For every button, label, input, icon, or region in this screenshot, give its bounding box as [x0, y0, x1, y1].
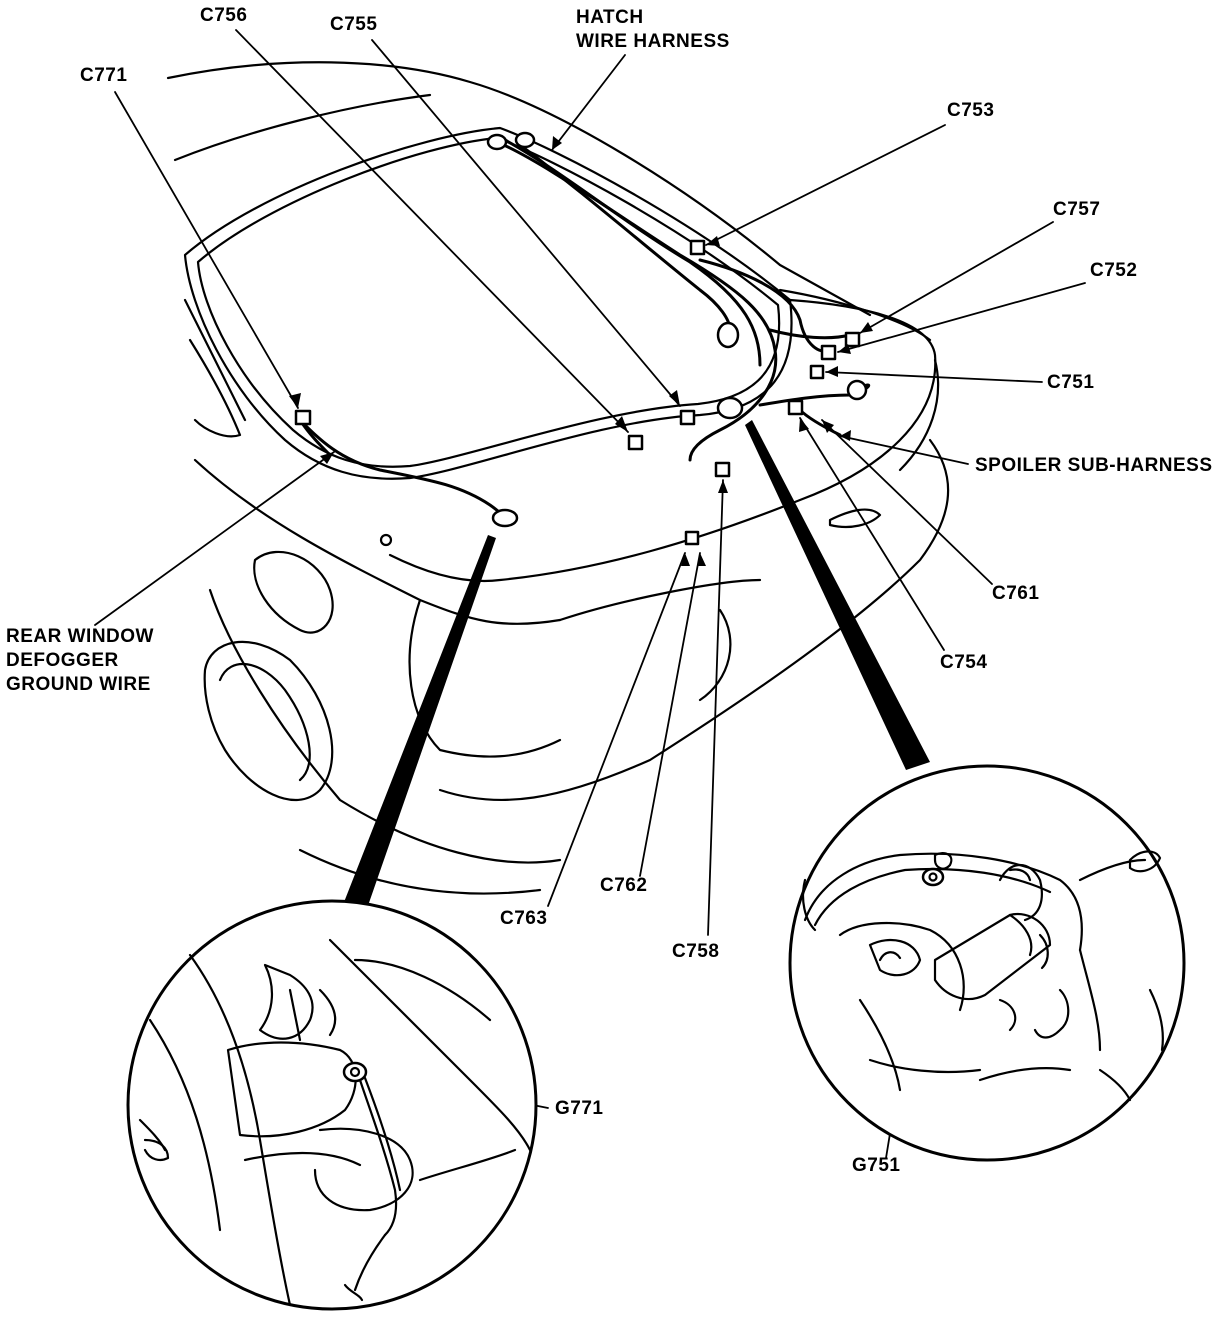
connector-c753 [689, 239, 706, 256]
label-c752: C752 [1090, 260, 1138, 281]
label-g751: G751 [852, 1155, 901, 1176]
label-c757: C757 [1053, 199, 1101, 220]
label-c753: C753 [947, 100, 995, 121]
label-c758: C758 [672, 941, 720, 962]
zoom-beams [337, 420, 930, 920]
hatch-wire-harness [495, 138, 852, 462]
ground-point-g771 [491, 508, 519, 528]
detail-view-g751 [788, 764, 1186, 1162]
label-c762: C762 [600, 875, 648, 896]
connector-c755 [679, 409, 696, 426]
label-c755: C755 [330, 14, 378, 35]
connector-c771 [294, 409, 312, 426]
connector-c762 [684, 530, 700, 546]
label-c751: C751 [1047, 372, 1095, 393]
label-g771: G771 [555, 1098, 604, 1119]
connectors [294, 131, 868, 546]
label-hatch-line-2: WIRE HARNESS [576, 31, 730, 52]
connector-c758-body [714, 461, 731, 478]
label-c771: C771 [80, 65, 128, 86]
connector-c757 [844, 331, 861, 348]
label-defogger-line-2: DEFOGGER [6, 650, 119, 671]
connector-c756 [627, 434, 644, 451]
label-c754: C754 [940, 652, 988, 673]
car-body [166, 61, 950, 895]
connector-c751 [809, 364, 825, 380]
label-c756: C756 [200, 5, 248, 26]
label-defogger-line-3: GROUND WIRE [6, 674, 151, 695]
label-c761: C761 [992, 583, 1040, 604]
detail-view-g771 [126, 899, 538, 1311]
label-spoiler-sub-harness: SPOILER SUB-HARNESS [975, 455, 1213, 476]
connector-c752 [820, 344, 837, 361]
label-rear-window-defogger-ground-wire: REAR WINDOW DEFOGGER GROUND WIRE [6, 625, 154, 697]
label-defogger-line-1: REAR WINDOW [6, 626, 154, 647]
label-c763: C763 [500, 908, 548, 929]
label-hatch-line-1: HATCH [576, 7, 644, 28]
connector-c754 [787, 399, 804, 416]
label-hatch-wire-harness: HATCH WIRE HARNESS [576, 6, 730, 54]
